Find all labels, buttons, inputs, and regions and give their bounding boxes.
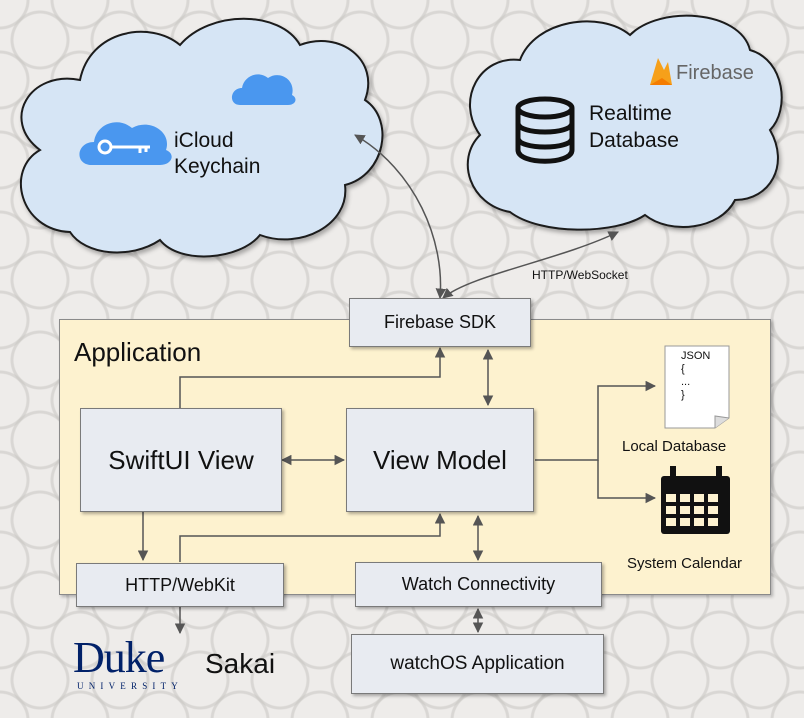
icloud-label-line2: Keychain: [174, 155, 261, 178]
local-database-label: Local Database: [622, 438, 727, 455]
icloud-label-line1: iCloud: [174, 129, 234, 152]
arrow-swiftui-sdk: [179, 346, 446, 408]
icloud-label: iCloud Keychain: [174, 128, 260, 180]
arrow-viewmodel-localdb: [535, 380, 657, 461]
json-document-text: JSON { ... }: [681, 350, 710, 402]
json-line-1: JSON: [681, 350, 711, 362]
watchos-application-box: watchOS Application: [351, 634, 604, 694]
json-line-2: {: [681, 363, 685, 375]
duke-logo-subtitle: UNIVERSITY: [77, 681, 183, 691]
realtime-database-line2: Database: [589, 129, 679, 152]
system-calendar-label: System Calendar: [627, 555, 743, 572]
application-title: Application: [74, 337, 202, 367]
arrow-viewmodel-calendar: [597, 460, 657, 504]
view-model-box: View Model: [346, 408, 534, 512]
arrow-webkit-viewmodel: [179, 512, 446, 562]
duke-logo: Duke: [73, 633, 165, 682]
swiftui-view-box: SwiftUI View: [80, 408, 282, 512]
realtime-database-line1: Realtime: [589, 102, 672, 125]
firebase-sdk-box: Firebase SDK: [349, 298, 531, 347]
sakai-label: Sakai: [205, 648, 276, 679]
realtime-database-label: Realtime Database: [589, 100, 679, 154]
http-webkit-box: HTTP/WebKit: [76, 563, 284, 607]
firebase-brand: Firebase: [676, 62, 754, 84]
arrow-sdk-icloud: [354, 134, 447, 300]
json-line-4: }: [681, 389, 685, 401]
connection-label: HTTP/WebSocket: [532, 268, 628, 282]
firebase-cloud: [466, 14, 783, 231]
watch-connectivity-box: Watch Connectivity: [355, 562, 602, 607]
json-line-3: ...: [681, 376, 691, 388]
arrow-sdk-firebase: [442, 231, 619, 299]
